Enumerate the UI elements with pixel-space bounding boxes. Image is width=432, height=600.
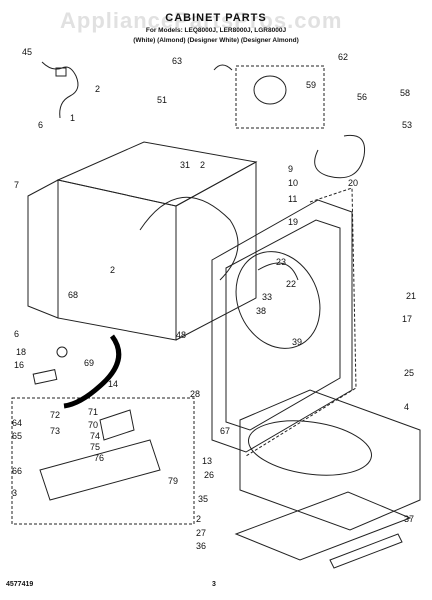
callout-51: 51 (157, 95, 167, 105)
page-number: 3 (212, 581, 216, 588)
callout-27: 27 (196, 528, 206, 538)
callout-36: 36 (196, 541, 206, 551)
callout-18: 18 (16, 347, 26, 357)
burner-tube (39, 439, 161, 501)
callout-74: 74 (90, 431, 100, 441)
motor-box (235, 65, 325, 129)
door-opening (235, 251, 321, 349)
callout-10: 10 (288, 178, 298, 188)
callout-14: 14 (108, 379, 118, 389)
callout-6b: 6 (14, 329, 19, 339)
callout-2a: 2 (95, 84, 100, 94)
front-panel (211, 199, 353, 453)
callout-3: 3 (12, 488, 17, 498)
callout-31: 31 (180, 160, 190, 170)
callout-64: 64 (12, 418, 22, 428)
drum-belt (314, 134, 366, 179)
drum-seal-ring (247, 420, 373, 476)
callout-28: 28 (190, 389, 200, 399)
callout-9: 9 (288, 164, 293, 174)
callout-68: 68 (68, 290, 78, 300)
callout-2d: 2 (196, 514, 201, 524)
callout-38: 38 (256, 306, 266, 316)
callout-21: 21 (406, 291, 416, 301)
foot-pad (32, 369, 58, 385)
callout-59: 59 (306, 80, 316, 90)
callout-67: 67 (220, 426, 230, 436)
diagram-title: CABINET PARTS (165, 12, 267, 24)
lint-screen (257, 262, 299, 281)
callout-33: 33 (262, 292, 272, 302)
callout-2c: 2 (110, 265, 115, 275)
cord-plug (55, 67, 67, 77)
cabinet-right (175, 161, 257, 341)
callout-4: 4 (404, 402, 409, 412)
valve-pointer-arrow (63, 334, 122, 409)
callout-72: 72 (50, 410, 60, 420)
drum-motor (253, 75, 287, 105)
callout-58: 58 (400, 88, 410, 98)
motor-bracket (213, 64, 233, 71)
part-number: 4577419 (6, 581, 34, 588)
callout-2b: 2 (200, 160, 205, 170)
gas-valve (99, 409, 135, 441)
callout-7: 7 (14, 180, 19, 190)
callout-70: 70 (88, 420, 98, 430)
cabinet-front (57, 179, 177, 341)
cabinet-top (56, 141, 258, 207)
callout-48: 48 (176, 330, 186, 340)
callout-26: 26 (204, 470, 214, 480)
callout-76: 76 (94, 453, 104, 463)
callout-16: 16 (14, 360, 24, 370)
callout-39: 39 (292, 337, 302, 347)
valve-group-box (11, 397, 195, 525)
callout-17: 17 (402, 314, 412, 324)
callout-labels: 45 1 2 51 63 62 59 56 58 53 6 31 2 9 10 … (12, 47, 416, 551)
base-panel (239, 389, 421, 531)
callout-45: 45 (22, 47, 32, 57)
door-outline (245, 187, 357, 457)
callout-20: 20 (348, 178, 358, 188)
callout-22: 22 (286, 279, 296, 289)
callout-23: 23 (276, 257, 286, 267)
callout-65: 65 (12, 431, 22, 441)
callout-69: 69 (84, 358, 94, 368)
kick-plate (234, 491, 412, 561)
power-cord (41, 61, 79, 119)
callout-79: 79 (168, 476, 178, 486)
callout-75: 75 (90, 442, 100, 452)
callout-35: 35 (198, 494, 208, 504)
callout-37: 37 (404, 514, 414, 524)
callout-6a: 6 (38, 120, 43, 130)
drum-opening (139, 196, 239, 281)
callout-25: 25 (404, 368, 414, 378)
callout-56: 56 (357, 92, 367, 102)
watermark: AppliancePartsPros.com (60, 8, 343, 33)
callout-11: 11 (288, 194, 297, 204)
callout-71: 71 (88, 407, 98, 417)
cabinet-left (27, 179, 59, 319)
toe-panel (329, 533, 403, 569)
color-line: (White) (Almond) (Designer White) (Desig… (133, 37, 299, 44)
callout-1: 1 (70, 113, 75, 123)
model-line: For Models: LEQ8000J, LER8000J, LGR8000J (145, 27, 287, 34)
callout-66: 66 (12, 466, 22, 476)
callout-53: 53 (402, 120, 412, 130)
leg-foot (56, 346, 68, 358)
callout-63: 63 (172, 56, 182, 66)
callout-73: 73 (50, 426, 60, 436)
callout-13: 13 (202, 456, 212, 466)
door-frame (225, 219, 341, 431)
callout-62: 62 (338, 52, 348, 62)
callout-19: 19 (288, 217, 298, 227)
